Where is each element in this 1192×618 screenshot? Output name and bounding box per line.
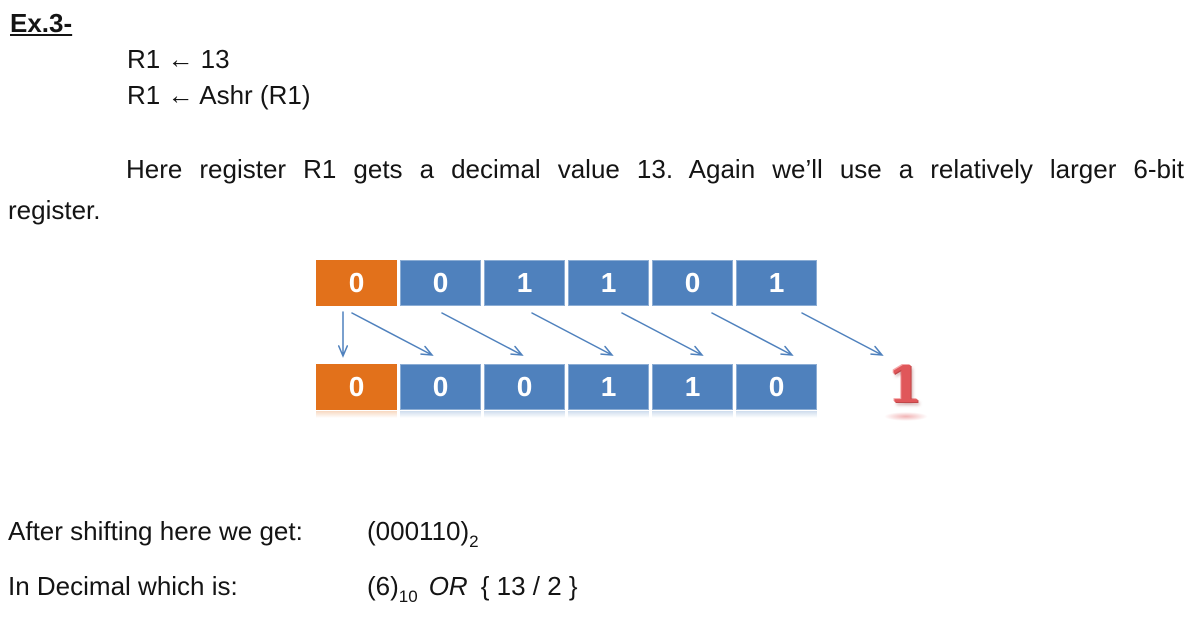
shift-arrow-5 bbox=[711, 312, 794, 356]
before-bit-cell-4: 0 bbox=[652, 260, 733, 306]
reflection-cell-5 bbox=[736, 411, 817, 418]
result-line-decimal: In Decimal which is: (6)10 OR { 13 / 2 } bbox=[0, 571, 1192, 606]
or-text: OR bbox=[428, 571, 468, 601]
example-title: Ex.3- bbox=[10, 8, 73, 38]
decimal-base-subscript: 10 bbox=[398, 587, 418, 606]
description-paragraph: Here register R1 gets a decimal value 13… bbox=[8, 149, 1184, 231]
before-bit-cell-2: 1 bbox=[484, 260, 565, 306]
shifted-out-bit: 1 bbox=[887, 355, 923, 414]
paragraph-line-1: Here register R1 gets a decimal value 13… bbox=[126, 154, 1184, 184]
after-bit-cell-3: 1 bbox=[568, 364, 649, 410]
fraction-expression: { 13 / 2 } bbox=[480, 571, 578, 601]
sign-bit-arrow bbox=[337, 311, 349, 358]
binary-value: (000110) bbox=[367, 516, 470, 546]
reflection-cell-4 bbox=[652, 411, 733, 418]
decimal-value: (6) bbox=[367, 571, 399, 601]
reflection-cell-2 bbox=[484, 411, 565, 418]
assignment-line-1: R1 ← 13 bbox=[127, 44, 230, 74]
paragraph-line-2: register. bbox=[8, 195, 101, 225]
shift-arrow-4 bbox=[621, 312, 704, 356]
shift-arrows bbox=[337, 311, 884, 358]
after-bit-cell-4: 1 bbox=[652, 364, 733, 410]
result-value-binary: (000110)2 bbox=[367, 516, 479, 551]
shift-arrow-3 bbox=[531, 312, 614, 356]
assignment-line-2: R1 ← Ashr (R1) bbox=[127, 80, 311, 110]
result-line-binary: After shifting here we get: (000110)2 bbox=[0, 516, 1192, 551]
before-bit-cell-3: 1 bbox=[568, 260, 649, 306]
result-value-decimal: (6)10 OR { 13 / 2 } bbox=[367, 571, 578, 606]
binary-base-subscript: 2 bbox=[469, 532, 479, 551]
shift-arrow-6 bbox=[801, 312, 884, 356]
before-bit-cell-1: 0 bbox=[400, 260, 481, 306]
reflection-cell-3 bbox=[568, 411, 649, 418]
reflection-cell-0 bbox=[316, 411, 397, 418]
row-reflection bbox=[316, 411, 817, 418]
before-bit-cell-0: 0 bbox=[316, 260, 397, 306]
after-bit-cell-0: 0 bbox=[316, 364, 397, 410]
result-label-decimal: In Decimal which is: bbox=[8, 571, 238, 601]
reflection-cell-1 bbox=[400, 411, 481, 418]
after-bit-cell-2: 0 bbox=[484, 364, 565, 410]
before-bit-cell-5: 1 bbox=[736, 260, 817, 306]
shift-arrow-1 bbox=[351, 312, 434, 356]
after-bit-cell-5: 0 bbox=[736, 364, 817, 410]
shift-arrow-2 bbox=[441, 312, 524, 356]
after-bit-cell-1: 0 bbox=[400, 364, 481, 410]
result-label-binary: After shifting here we get: bbox=[8, 516, 303, 546]
shifted-out-bit-shadow bbox=[884, 412, 928, 421]
